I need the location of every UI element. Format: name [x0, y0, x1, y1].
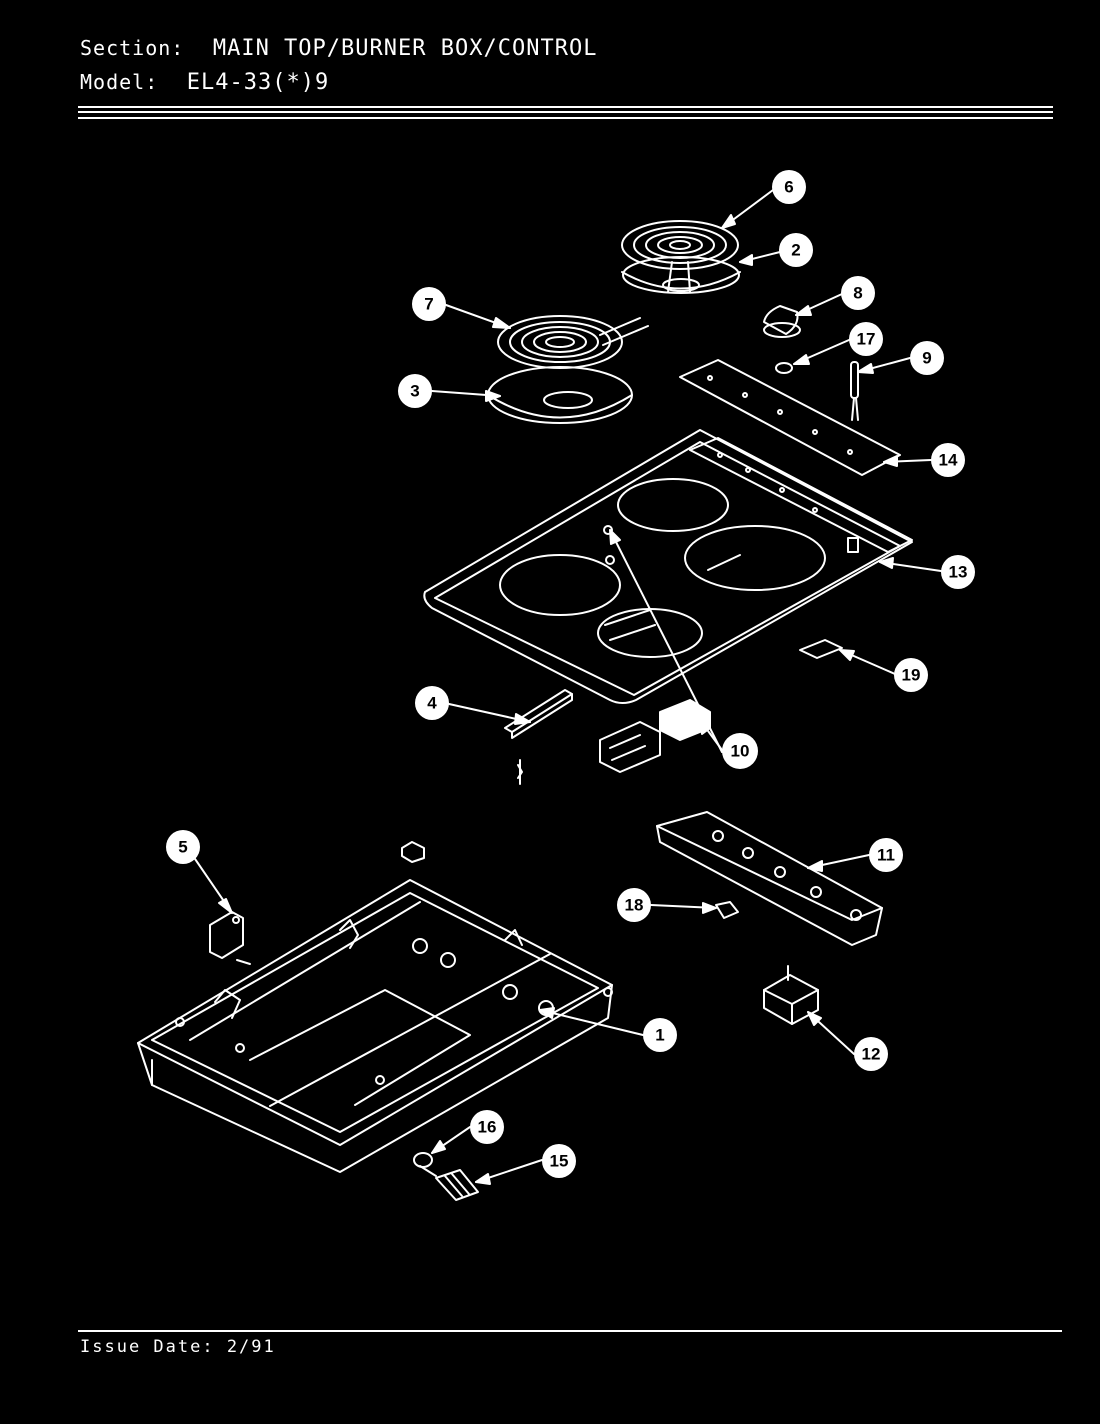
spring-clip: [715, 901, 739, 919]
svg-text:3: 3: [410, 382, 419, 401]
callout-16: 16: [470, 1110, 504, 1144]
callout-15: 15: [542, 1144, 576, 1178]
svg-text:9: 9: [922, 349, 931, 368]
burner-box: [137, 879, 613, 1173]
callout-17: 17: [849, 322, 883, 356]
svg-text:11: 11: [877, 846, 895, 865]
issue-date: Issue Date: 2/91: [80, 1337, 276, 1357]
drip-bowl-small: [621, 256, 741, 294]
callout-5: 5: [166, 830, 200, 864]
callout-12: 12: [854, 1037, 888, 1071]
header-rule-bottom: [78, 117, 1053, 119]
header-rule-mid: [78, 111, 1053, 113]
control-bracket: [656, 811, 883, 946]
svg-text:10: 10: [731, 742, 750, 761]
svg-text:2: 2: [791, 241, 800, 260]
surface-element-large: [497, 315, 649, 369]
section-value: MAIN TOP/BURNER BOX/CONTROL: [212, 36, 598, 61]
leader-lines: [192, 189, 942, 1183]
svg-text:8: 8: [853, 284, 862, 303]
footer-rule: [78, 1330, 1062, 1332]
svg-text:5: 5: [178, 838, 187, 857]
control-knob: [763, 305, 801, 338]
callouts: 6 2 7 3 8 17 9 14 13 19 4 10 5 11 18 1 1…: [166, 170, 975, 1178]
callout-2: 2: [779, 233, 813, 267]
header-rule-top: [78, 106, 1053, 108]
callout-18: 18: [617, 888, 651, 922]
mounting-bracket: [209, 911, 251, 965]
model-value: EL4-33(*)9: [186, 70, 330, 95]
drip-bowl-large: [487, 366, 633, 424]
svg-text:12: 12: [862, 1045, 881, 1064]
svg-text:14: 14: [939, 451, 958, 470]
callout-1: 1: [643, 1018, 677, 1052]
svg-text:19: 19: [902, 666, 921, 685]
leader-arrowheads: [218, 214, 898, 1185]
section-label: Section:: [80, 36, 185, 60]
model-line: Model: EL4-33(*)9: [80, 70, 329, 95]
hex-nut: [401, 841, 425, 863]
nut: [775, 362, 793, 374]
callout-9: 9: [910, 341, 944, 375]
callout-7: 7: [412, 287, 446, 321]
callout-4: 4: [415, 686, 449, 720]
main-cooktop: [423, 429, 913, 704]
svg-text:7: 7: [424, 295, 433, 314]
callout-13: 13: [941, 555, 975, 589]
callout-6: 6: [772, 170, 806, 204]
svg-text:17: 17: [857, 330, 876, 349]
svg-text:6: 6: [784, 178, 793, 197]
rating-label: [799, 639, 843, 659]
svg-text:16: 16: [478, 1118, 497, 1137]
callout-11: 11: [869, 838, 903, 872]
svg-text:13: 13: [949, 563, 968, 582]
model-label: Model:: [80, 70, 159, 94]
svg-text:1: 1: [655, 1026, 664, 1045]
infinite-switch: [763, 965, 819, 1025]
section-line: Section: MAIN TOP/BURNER BOX/CONTROL: [80, 36, 597, 61]
callout-3: 3: [398, 374, 432, 408]
svg-text:4: 4: [427, 694, 437, 713]
terminal-block: [599, 699, 711, 773]
cord-connector: [435, 1169, 479, 1201]
callout-19: 19: [894, 658, 928, 692]
indicator-light: [850, 361, 859, 421]
hinge-bracket: [504, 689, 573, 785]
control-panel-trim: [679, 359, 901, 476]
callout-14: 14: [931, 443, 965, 477]
ground-terminal: [413, 1152, 437, 1177]
callout-8: 8: [841, 276, 875, 310]
callout-10: 10: [722, 733, 758, 769]
svg-text:18: 18: [625, 896, 644, 915]
svg-text:15: 15: [550, 1152, 569, 1171]
